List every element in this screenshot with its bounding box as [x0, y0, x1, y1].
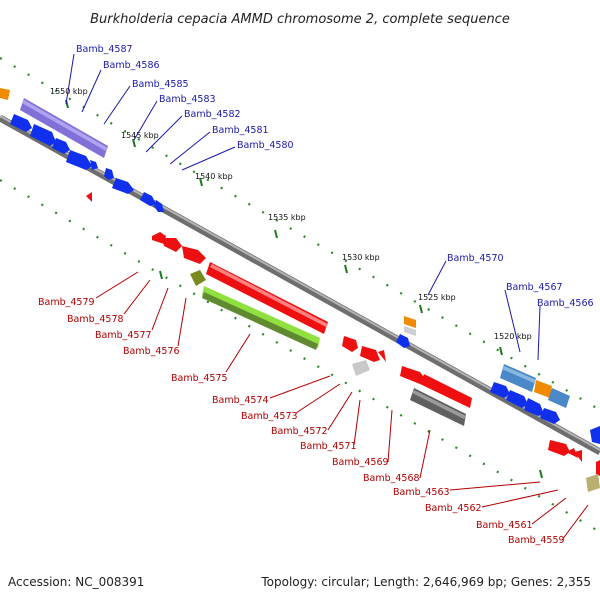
feature-olive: [190, 270, 206, 286]
gene-arrow-forward: [540, 408, 560, 424]
genome-stats-text: Topology: circular; Length: 2,646,969 bp…: [260, 575, 591, 589]
gene-arrow-forward: [90, 160, 98, 170]
gene-label-Bamb_4586: Bamb_4586: [103, 60, 160, 71]
gene-arrow-forward: [52, 138, 70, 154]
reverse-features: [152, 232, 472, 426]
gene-arrow-forward: [396, 334, 410, 348]
gene-arrow-reverse-small: [86, 192, 92, 202]
gene-label-Bamb_4568: Bamb_4568: [363, 473, 420, 484]
forward-labels: [65, 53, 541, 361]
gene-label-Bamb_4566: Bamb_4566: [537, 298, 594, 309]
gene-arrow-reverse: [152, 232, 166, 244]
gene-label-Bamb_4587: Bamb_4587: [76, 44, 133, 55]
scale-label-1520: 1520 kbp: [494, 332, 532, 341]
gene-label-Bamb_4562: Bamb_4562: [425, 503, 482, 514]
gene-label-Bamb_4569: Bamb_4569: [332, 457, 389, 468]
scale-label-1545: 1545 kbp: [121, 131, 159, 140]
gene-label-Bamb_4581: Bamb_4581: [212, 125, 269, 136]
gene-arrow-reverse: [548, 440, 570, 456]
gene-arrow-reverse: [378, 350, 386, 362]
gene-label-Bamb_4582: Bamb_4582: [184, 109, 241, 120]
gene-label-Bamb_4571: Bamb_4571: [300, 441, 357, 452]
gene-label-Bamb_4570: Bamb_4570: [447, 253, 504, 264]
reverse-labels: [95, 271, 589, 541]
gene-label-Bamb_4583: Bamb_4583: [159, 94, 216, 105]
scale-label-1550: 1550 kbp: [50, 87, 88, 96]
gene-label-Bamb_4573: Bamb_4573: [241, 411, 298, 422]
gene-arrow-reverse: [182, 246, 206, 264]
gene-arrow-reverse: [162, 238, 182, 252]
gene-arrow-forward: [10, 114, 32, 132]
gene-arrow-forward: [66, 150, 92, 170]
scale-label-1540: 1540 kbp: [195, 172, 233, 181]
tick-track-inner: [0, 179, 600, 533]
gene-arrow-forward: [30, 124, 56, 146]
gene-arrow-reverse: [596, 460, 600, 476]
right-features: [490, 364, 600, 492]
gene-arrow-forward: [524, 398, 544, 416]
gene-label-Bamb_4577: Bamb_4577: [95, 330, 152, 341]
gene-arrow-forward: [506, 390, 528, 408]
gene-arrow-reverse: [400, 366, 426, 384]
gene-label-Bamb_4578: Bamb_4578: [67, 314, 124, 325]
gene-arrow-reverse: [360, 346, 380, 362]
gene-label-Bamb_4575: Bamb_4575: [171, 373, 228, 384]
gene-arrow-forward: [154, 200, 164, 212]
gene-label-Bamb_4580: Bamb_4580: [237, 140, 294, 151]
feature-gray-small: [352, 360, 370, 376]
gene-label-Bamb_4572: Bamb_4572: [271, 426, 328, 437]
gene-arrow-reverse: [574, 450, 582, 462]
gene-red-medium: [420, 374, 472, 408]
feature-orange-small: [0, 88, 10, 100]
feature-orange-small: [404, 316, 416, 328]
gene-label-Bamb_4574: Bamb_4574: [212, 395, 269, 406]
feature-orange: [534, 380, 552, 398]
gene-arrow-forward: [140, 192, 156, 206]
gene-label-Bamb_4559: Bamb_4559: [508, 535, 565, 546]
feature-khaki: [586, 474, 600, 492]
forward-features: [0, 88, 164, 212]
gene-arrow-reverse: [342, 336, 358, 352]
major-ticks: [65, 99, 543, 479]
tick-track-outer: [0, 57, 600, 411]
scale-label-1525: 1525 kbp: [418, 293, 456, 302]
gene-arrow-forward: [590, 426, 600, 444]
scale-label-1530: 1530 kbp: [342, 253, 380, 262]
scale-label-1535: 1535 kbp: [268, 213, 306, 222]
gene-label-Bamb_4585: Bamb_4585: [132, 79, 189, 90]
accession-text: Accession: NC_008391: [8, 575, 144, 589]
gene-label-Bamb_4576: Bamb_4576: [123, 346, 180, 357]
feature-steelblue: [548, 388, 570, 408]
map-title: Burkholderia cepacia AMMD chromosome 2, …: [90, 12, 510, 27]
gene-label-Bamb_4563: Bamb_4563: [393, 487, 450, 498]
gene-label-Bamb_4567: Bamb_4567: [506, 282, 563, 293]
gene-arrow-forward: [104, 168, 114, 180]
gene-arrow-forward: [490, 382, 510, 398]
gene-label-Bamb_4579: Bamb_4579: [38, 297, 95, 308]
gene-label-Bamb_4561: Bamb_4561: [476, 520, 533, 531]
gene-arrow-reverse: [566, 448, 578, 458]
gene-arrow-forward: [112, 178, 134, 194]
